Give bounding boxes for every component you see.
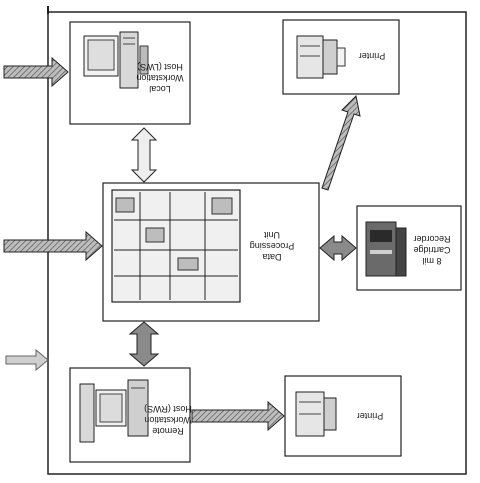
cartridge-recorder-label: 8 mil Cartridge Recorder xyxy=(413,234,450,266)
label-line: Local xyxy=(149,84,171,94)
label-line: Recorder xyxy=(413,234,450,244)
card-cage-icon xyxy=(111,189,241,303)
label-line: Host (LWS) xyxy=(137,62,183,72)
label-line: 8 mil xyxy=(422,256,441,266)
workstation-processing-link xyxy=(130,127,158,183)
local-workstation-label: Local Workstation Host (LWS) xyxy=(136,62,183,94)
label-line: Cartridge xyxy=(413,245,450,255)
processing-unit-label: Data Processing Unit xyxy=(250,230,295,262)
printer-bottom-label: Printer xyxy=(357,411,384,421)
workstation-icon xyxy=(83,31,149,89)
local-workstation-host: Local Workstation Host (LWS) xyxy=(69,21,191,125)
label-line: Data xyxy=(262,252,281,262)
printer-icon xyxy=(295,391,337,437)
label-line: Remote xyxy=(152,426,184,436)
printer-icon xyxy=(296,35,346,79)
printer-top: Printer xyxy=(282,19,400,95)
external-link-arrow-middle xyxy=(3,230,103,262)
label-line: Unit xyxy=(264,230,281,240)
data-processing-unit: Data Processing Unit xyxy=(102,182,320,322)
remote-workstation-host: Remote Workstation Host (RWS) xyxy=(69,367,192,463)
label-line: Host (RWS) xyxy=(144,404,192,414)
processing-remote-link xyxy=(128,321,160,367)
cartridge-recorder: 8 mil Cartridge Recorder xyxy=(356,205,462,291)
label-line: Workstation xyxy=(136,73,183,83)
processing-recorder-link xyxy=(319,234,357,262)
tape-drive-icon xyxy=(365,221,407,277)
label-line: Workstation xyxy=(144,415,191,425)
label-line: Processing xyxy=(250,241,295,251)
label-line: Printer xyxy=(357,411,384,421)
external-link-arrow-top xyxy=(3,56,69,88)
remote-workstation-label: Remote Workstation Host (RWS) xyxy=(144,404,192,436)
printer-top-label: Printer xyxy=(359,51,386,61)
printer-bottom: Printer xyxy=(284,375,402,457)
external-link-arrow-bottom xyxy=(5,348,49,372)
label-line: Printer xyxy=(359,51,386,61)
workstation-icon xyxy=(79,379,149,443)
remote-printer-link xyxy=(191,400,285,432)
processing-printer-top-link xyxy=(321,94,361,191)
